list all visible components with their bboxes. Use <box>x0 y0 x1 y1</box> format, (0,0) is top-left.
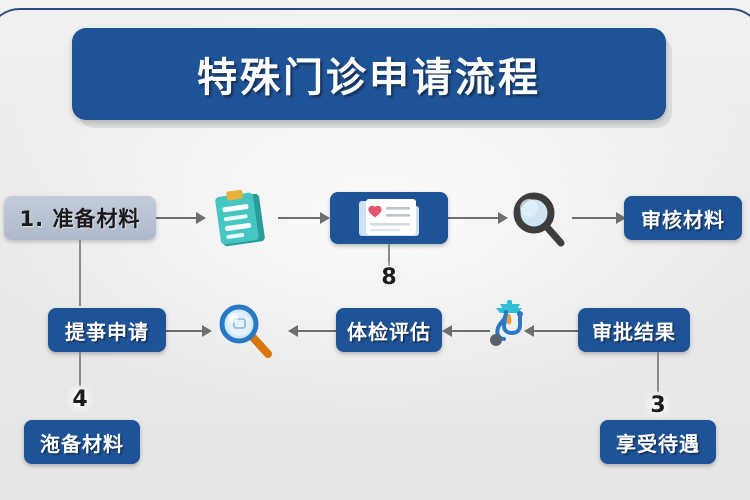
step-number-value: 4 <box>72 386 88 412</box>
arrowhead-record-to-magnifier <box>498 212 508 224</box>
title-banner: 特殊门诊申请流程 <box>72 28 666 120</box>
magnifier-blue-icon <box>216 302 280 362</box>
arrowhead-submit-to-magnifier <box>202 325 212 337</box>
arrowhead-stethoscope-to-exam <box>442 325 452 337</box>
node-submit-application[interactable]: 提亊申请 <box>48 308 166 352</box>
node-label: 1. 准备材料 <box>19 207 141 231</box>
node-label: 审核材料 <box>641 207 725 232</box>
node-physical-exam[interactable]: 体检评估 <box>336 308 442 352</box>
step-number-3: 3 <box>643 390 673 420</box>
step-number-value: 8 <box>381 264 397 290</box>
node-label: 享受待遇 <box>616 431 700 456</box>
node-label: 沲备材料 <box>40 431 124 456</box>
node-prepare-materials-2[interactable]: 沲备材料 <box>24 420 140 464</box>
connector-prepare-to-submit <box>79 240 81 306</box>
node-approval-result[interactable]: 审批结果 <box>578 308 690 352</box>
page-title: 特殊门诊申请流程 <box>197 55 541 101</box>
step-number-value: 3 <box>650 392 666 418</box>
connector-submit-to-step-4 <box>79 352 81 386</box>
arrowhead-clipboard-to-record <box>320 212 330 224</box>
connector-prepare-to-clipboard <box>156 217 204 219</box>
connector-stethoscope-to-exam <box>446 330 490 332</box>
stethoscope-icon <box>482 298 532 354</box>
connector-submit-to-magnifier <box>164 330 210 332</box>
connector-record-to-step-8 <box>388 244 390 266</box>
node-prepare-materials-1[interactable]: 1. 准备材料 <box>4 196 156 240</box>
arrowhead-magnifier-to-review <box>616 212 626 224</box>
connector-record-to-magnifier <box>448 217 506 219</box>
node-label: 体检评估 <box>347 319 431 344</box>
clipboard-icon <box>212 188 270 254</box>
step-number-4: 4 <box>65 384 95 414</box>
node-review-materials[interactable]: 审核材料 <box>624 196 742 240</box>
step-number-8: 8 <box>374 262 404 292</box>
arrowhead-approval-to-stethoscope <box>524 325 534 337</box>
arrowhead-prepare-to-clipboard <box>196 212 206 224</box>
connector-approval-to-stethoscope <box>528 330 578 332</box>
node-medical-record-box[interactable] <box>330 192 448 244</box>
connector-exam-to-magnifier <box>292 330 336 332</box>
node-label: 提亊申请 <box>65 319 149 344</box>
node-enjoy-benefits[interactable]: 享受待遇 <box>600 420 716 464</box>
connector-clipboard-to-record <box>278 217 328 219</box>
magnifier-gray-icon <box>508 188 570 254</box>
node-label: 审批结果 <box>592 319 676 344</box>
connector-approval-to-step-3 <box>657 352 659 392</box>
arrowhead-exam-to-magnifier <box>288 325 298 337</box>
medical-record-icon <box>358 193 420 243</box>
connector-magnifier-to-review <box>572 217 624 219</box>
